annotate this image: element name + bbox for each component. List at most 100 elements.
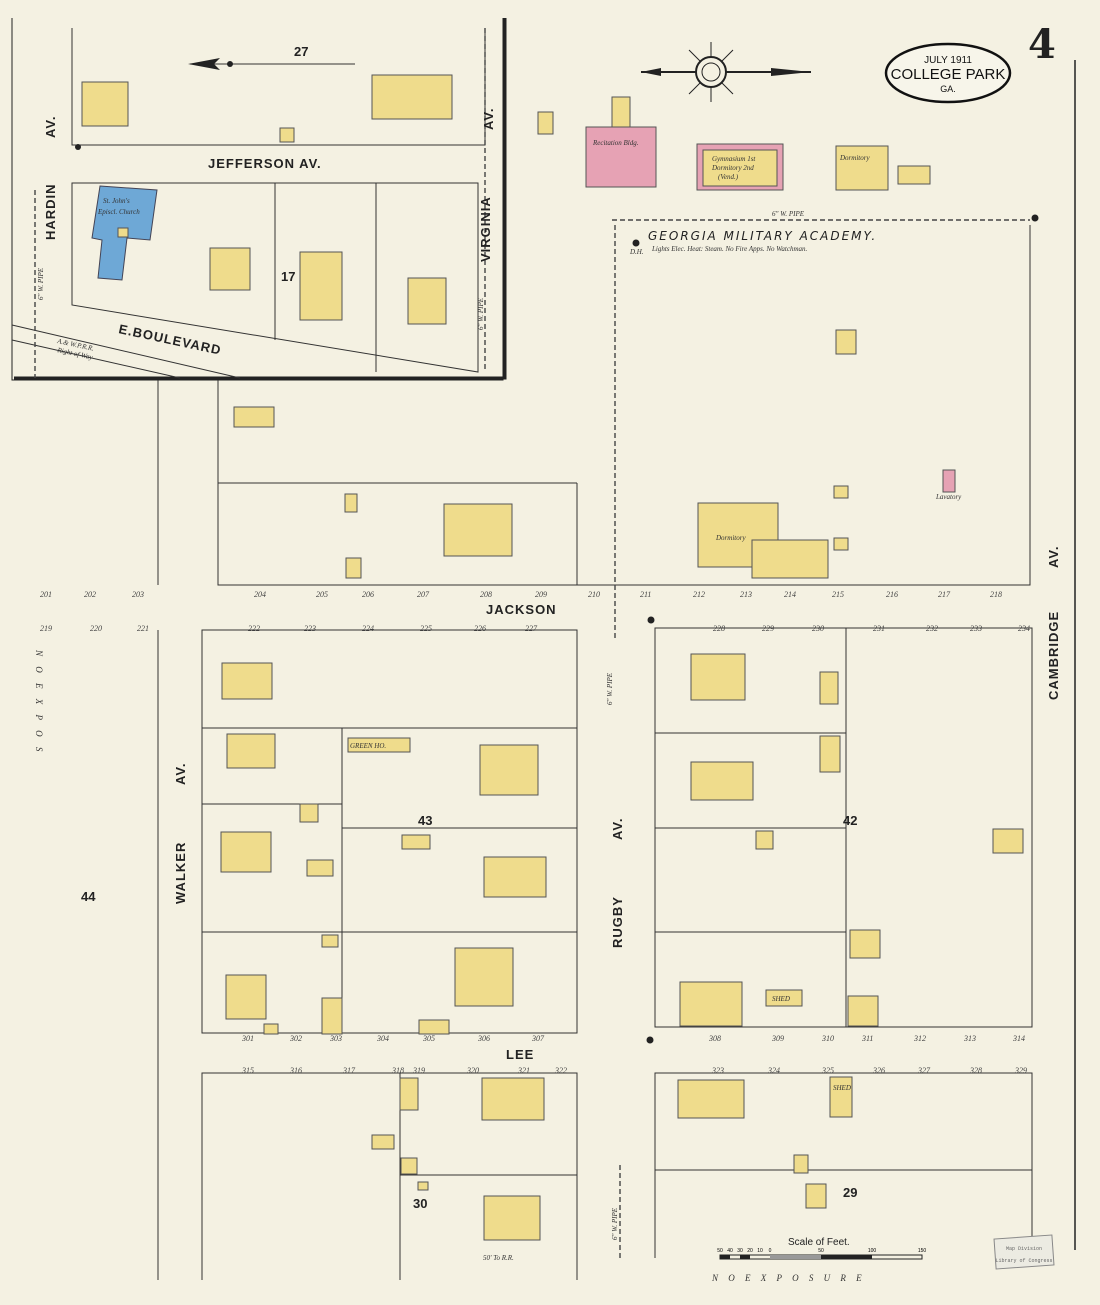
house-number: 216 (886, 590, 898, 599)
title-date: JULY 1911 (924, 55, 972, 66)
house-number: 304 (376, 1034, 389, 1043)
house-number: 313 (963, 1034, 976, 1043)
frame-dwelling (819, 671, 839, 705)
house-number: 324 (767, 1066, 780, 1075)
street-jefferson: JEFFERSON AV. (208, 156, 322, 171)
frame-dwelling (992, 828, 1024, 854)
street-cambridge-av: AV. (1046, 545, 1061, 568)
frame-dwelling (321, 997, 343, 1035)
frame-dwelling (479, 744, 539, 796)
st-johns-church: St. John's Episcl. Church (91, 185, 158, 281)
frame-dwelling (833, 485, 849, 499)
scale-tick-label: 150 (918, 1248, 927, 1254)
house-number: 214 (784, 590, 796, 599)
house-number: 205 (316, 590, 328, 599)
frame-dwelling (443, 503, 513, 557)
hydrants (75, 144, 1039, 1044)
scale-tick-label: 20 (747, 1248, 753, 1254)
street-virginia: VIRGINIA (478, 196, 493, 262)
pipe-label: 6" W. PIPE (477, 297, 485, 330)
street-rugby-av: AV. (610, 817, 625, 840)
title-cartouche: JULY 1911 COLLEGE PARK GA. (884, 42, 1012, 104)
house-number: 222 (248, 624, 260, 633)
house-number: 318 (391, 1066, 404, 1075)
street-jackson: JACKSON (486, 602, 557, 617)
house-number: 315 (241, 1066, 254, 1075)
frame-dwelling (226, 733, 276, 769)
hydrant-icon (1031, 214, 1039, 222)
library-stamp: Map Division Library of Congress (993, 1234, 1055, 1270)
frame-dwelling (805, 1183, 827, 1209)
house-number: 309 (771, 1034, 784, 1043)
house-number: 219 (40, 624, 52, 633)
frame-dwelling (690, 653, 746, 701)
block-number: 43 (418, 813, 432, 828)
frame-dwelling (371, 1134, 395, 1150)
to-rr-label: 50' To R.R. (483, 1254, 514, 1262)
block-number: 42 (843, 813, 857, 828)
house-number: 310 (821, 1034, 834, 1043)
academy-pipe-label: 6" W. PIPE (772, 210, 805, 218)
no-exposure-left: N O E X P O S (34, 649, 44, 755)
dorm-label: Dormitory (839, 154, 870, 162)
house-number: 234 (1018, 624, 1030, 633)
frame-dwelling (819, 735, 841, 773)
hydrant-icon (75, 144, 81, 150)
block-number: 27 (294, 44, 308, 59)
stamp-line-2: Library of Congress (995, 1258, 1052, 1264)
frame-dwelling (299, 251, 343, 321)
house-number: 320 (466, 1066, 479, 1075)
block-number: 30 (413, 1196, 427, 1211)
street-virginia-av: AV. (481, 107, 496, 130)
house-number: 322 (554, 1066, 567, 1075)
frame-dwelling (537, 111, 554, 135)
frame-dwelling (755, 830, 774, 850)
frame-dwelling (847, 995, 879, 1027)
pipe-label: 6" W. PIPE (37, 267, 45, 300)
frame-dwelling (345, 557, 362, 579)
frame-dwelling (344, 493, 358, 513)
house-number: 316 (289, 1066, 302, 1075)
frame-dwelling (849, 929, 881, 959)
house-number: 202 (84, 590, 96, 599)
house-number: 231 (873, 624, 885, 633)
house-number: 327 (917, 1066, 931, 1075)
scale-tick-label: 100 (868, 1248, 877, 1254)
house-number: 323 (711, 1066, 724, 1075)
church-label-2: Episcl. Church (97, 208, 140, 216)
house-number: 325 (821, 1066, 834, 1075)
house-number: 224 (362, 624, 374, 633)
house-number: 209 (535, 590, 547, 599)
block-number: 17 (281, 269, 295, 284)
street-hardin: HARDIN (43, 183, 58, 240)
gym-label-2: Dormitory 2nd (711, 164, 754, 172)
green-house-label: GREEN HO. (350, 742, 386, 750)
frame-dwelling (679, 981, 743, 1027)
block-number: 44 (81, 889, 96, 904)
lot-lines (157, 60, 1076, 1280)
house-number: 207 (417, 590, 430, 599)
street-rugby: RUGBY (610, 896, 625, 948)
frame-dwelling (371, 74, 453, 120)
frame-dwelling (221, 662, 273, 700)
street-cambridge: CAMBRIDGE (1046, 611, 1061, 700)
frame-dwelling (401, 834, 431, 850)
frame-dwelling (299, 803, 319, 823)
frame-dwelling (833, 537, 849, 551)
gym-label-3: (Vend.) (718, 173, 739, 181)
frame-dwelling (306, 859, 334, 877)
house-number: 204 (254, 590, 266, 599)
frame-dwelling (677, 1079, 745, 1119)
house-number: 211 (640, 590, 651, 599)
house-number: 311 (861, 1034, 873, 1043)
house-number: 230 (812, 624, 824, 633)
house-number: 223 (304, 624, 316, 633)
frame-dwelling (897, 165, 931, 185)
scale-tick-label: 50 (717, 1248, 723, 1254)
block-number: 29 (843, 1185, 857, 1200)
street-walker-av: AV. (173, 762, 188, 785)
house-number: 307 (531, 1034, 545, 1043)
